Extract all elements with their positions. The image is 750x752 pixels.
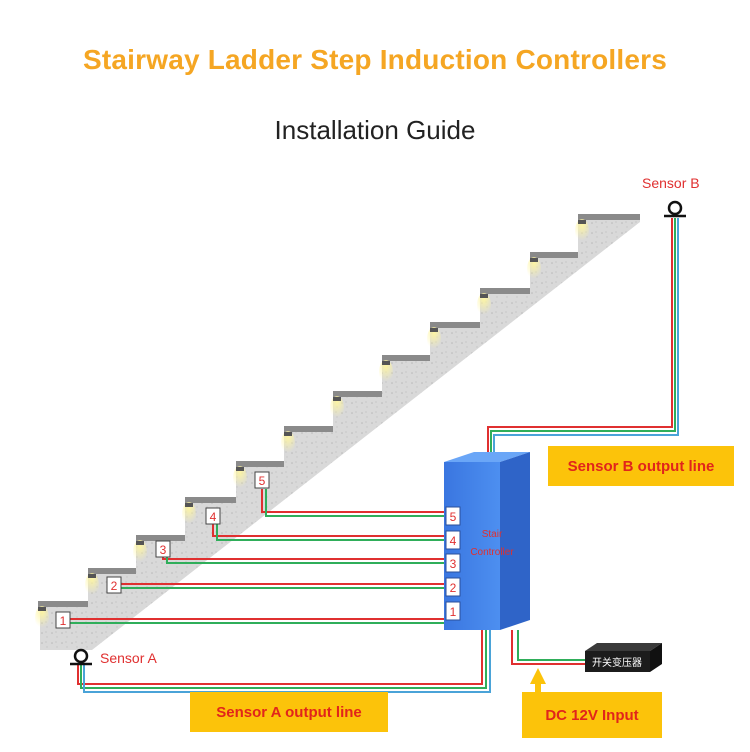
stair-controller: Stair Controller 5 4 3 2 1 (444, 452, 530, 630)
step-tag-1: 1 (55, 611, 71, 629)
step-light-icon-3 (136, 541, 144, 545)
step-tag-4-label: 4 (210, 510, 217, 524)
step-light-glow-8 (379, 360, 393, 384)
step-light-glow-6 (281, 431, 295, 455)
step-light-icon-2 (88, 574, 96, 578)
step-tag-2-label: 2 (111, 579, 118, 593)
stair-tread-1 (38, 601, 88, 607)
step-light-icon-7 (333, 397, 341, 401)
power-supply: 开关变压器 (585, 643, 662, 672)
stair-tread-9 (430, 322, 480, 328)
step-light-glow-5 (233, 466, 247, 490)
sensor-b-wire-red (487, 218, 673, 460)
stair-tread-8 (382, 355, 430, 361)
power-supply-side (650, 643, 662, 672)
power-wire-green (517, 630, 585, 661)
step-light-icon-8 (382, 361, 390, 365)
step-5-wire-red (261, 489, 446, 513)
sensor-b-wire-blue (493, 218, 679, 460)
sensor-a: Sensor A (70, 648, 157, 666)
step-tag-5: 5 (254, 471, 270, 489)
step-light-icon-10 (480, 294, 488, 298)
controller-top-face (444, 452, 530, 462)
step-light-glow-2 (85, 573, 99, 597)
step-4-wire-green (216, 524, 446, 541)
step-tag-5-label: 5 (259, 474, 266, 488)
step-light-glow-10 (477, 293, 491, 317)
step-tags: 1 2 3 4 5 (55, 471, 270, 629)
step-light-icon-11 (530, 258, 538, 262)
stair-tread-2 (88, 568, 136, 574)
power-supply-top (585, 643, 662, 651)
step-tag-2: 2 (106, 576, 122, 594)
stair-tread-5 (236, 461, 284, 467)
terminal-1-label: 1 (450, 605, 457, 619)
power-supply-front (585, 651, 650, 672)
sensor-b-wire-green (490, 218, 676, 460)
staircase (35, 214, 640, 650)
step-light-glow-3 (133, 540, 147, 564)
sensor-b-label: Sensor B (642, 175, 700, 191)
step-tag-4: 4 (205, 507, 221, 525)
step-4-wire-red (212, 524, 446, 537)
sensor-a-output-callout: Sensor A output line (190, 692, 388, 732)
dc-input-callout: DC 12V Input (522, 692, 662, 738)
step-tag-3-label: 3 (160, 543, 167, 557)
step-light-glow-4 (182, 502, 196, 526)
step-tag-1-label: 1 (60, 614, 67, 628)
controller-label-line2: Controller (470, 547, 514, 558)
stair-tread-12 (578, 214, 640, 220)
step-light-icon-5 (236, 467, 244, 471)
step-light-icon-12 (578, 220, 586, 224)
sensor-a-wire-red (77, 630, 483, 685)
power-supply-label: 开关变压器 (592, 656, 642, 669)
step-tag-3: 3 (155, 540, 171, 558)
dc-input-arrow-icon (530, 668, 546, 692)
step-light-glow-9 (427, 327, 441, 351)
step-light-glow-11 (527, 257, 541, 281)
stair-tread-7 (333, 391, 382, 397)
stair-tread-10 (480, 288, 530, 294)
step-light-icon-9 (430, 328, 438, 332)
step-light-glow-7 (330, 396, 344, 420)
sensor-b-icon (664, 200, 686, 218)
stair-tread-4 (185, 497, 236, 503)
sensor-b: Sensor B (642, 175, 700, 218)
sensor-a-wire-green (80, 630, 487, 689)
page-subtitle: Installation Guide (274, 115, 476, 145)
power-wire-red (511, 630, 585, 665)
controller-terminals: 5 4 3 2 1 (445, 506, 461, 621)
sensor-b-output-callout: Sensor B output line (548, 446, 734, 486)
terminal-5-label: 5 (450, 510, 457, 524)
controller-side-face (500, 452, 530, 630)
sensor-a-icon (70, 648, 92, 666)
stair-tread-6 (284, 426, 333, 432)
controller-label-line1: Stair (482, 529, 503, 540)
sensor-a-label: Sensor A (100, 650, 157, 666)
terminal-3-label: 3 (450, 557, 457, 571)
step-light-icon-4 (185, 503, 193, 507)
step-light-glow-1 (35, 606, 49, 630)
page-title: Stairway Ladder Step Induction Controlle… (82, 44, 668, 75)
terminal-2-label: 2 (450, 581, 457, 595)
staircase-body (40, 219, 640, 650)
terminal-4-label: 4 (450, 534, 457, 548)
step-light-glow-12 (575, 219, 589, 243)
step-light-icon-6 (284, 432, 292, 436)
step-light-icon-1 (38, 607, 46, 611)
step-5-wire-green (265, 489, 446, 517)
step-3-wire-green (166, 556, 446, 564)
stair-tread-3 (136, 535, 185, 541)
stair-tread-11 (530, 252, 578, 258)
